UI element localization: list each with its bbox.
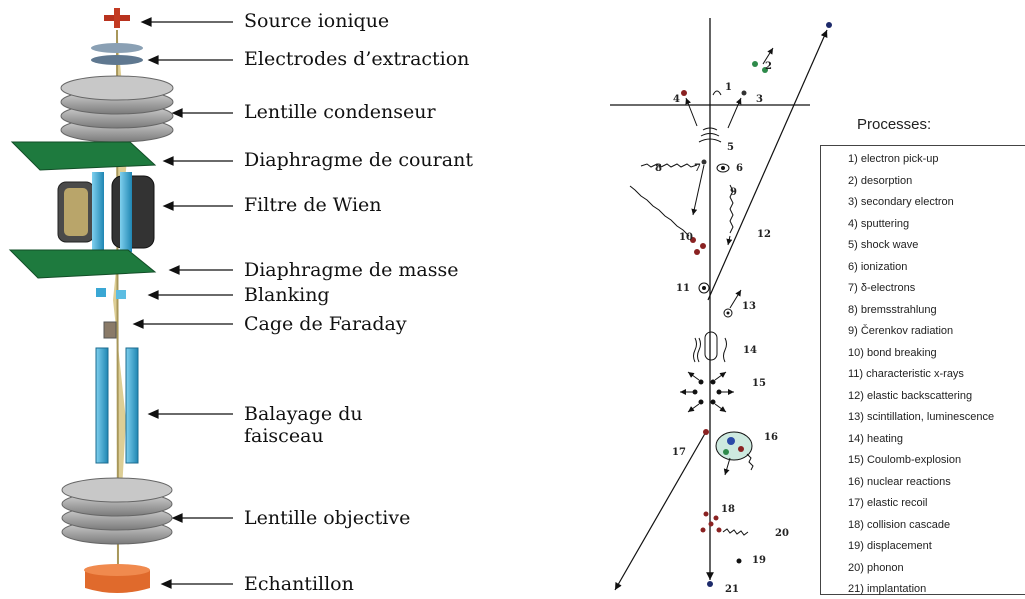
ion-source-part	[104, 8, 130, 28]
process-item: 19) displacement	[848, 540, 932, 552]
label-filtre-wien: Filtre de Wien	[244, 194, 382, 216]
fib-column-panel: Source ionique Electrodes d’extraction L…	[8, 8, 473, 595]
backscatter-track	[707, 29, 828, 301]
label-lentille-condenseur: Lentille condenseur	[244, 101, 436, 123]
process-num-11: 11	[676, 283, 690, 294]
blanking-plates-part	[96, 288, 126, 299]
process-item: 11) characteristic x-rays	[848, 368, 964, 380]
process-item: 5) shock wave	[848, 239, 919, 251]
label-lentille-objective: Lentille objective	[244, 507, 411, 529]
process-num-16: 16	[764, 432, 778, 443]
label-electrodes-extraction: Electrodes d’extraction	[244, 48, 470, 70]
process-num-7: 7	[694, 163, 701, 174]
process-num-15: 15	[752, 378, 766, 389]
process-item: 2) desorption	[848, 174, 913, 187]
label-arrows	[132, 17, 233, 589]
process-item: 14) heating	[848, 432, 904, 445]
process-num-18: 18	[721, 504, 735, 515]
label-cage-faraday: Cage de Faraday	[244, 313, 407, 335]
process-num-9: 9	[730, 187, 737, 198]
sample-part	[84, 564, 150, 593]
label-balayage-faisceau: Balayage du faisceau	[244, 403, 363, 447]
process-item: 16) nuclear reactions	[848, 475, 951, 488]
wien-filter-part	[57, 172, 155, 252]
label-source-ionique: Source ionique	[244, 10, 390, 32]
interaction-diagram	[610, 18, 832, 591]
process-num-21: 21	[725, 584, 739, 595]
label-echantillon: Echantillon	[244, 573, 354, 595]
process-item: 10) bond breaking	[848, 346, 937, 359]
process-item: 20) phonon	[848, 561, 904, 574]
process-item: 4) sputtering	[848, 217, 910, 230]
faraday-cup-part	[103, 321, 117, 339]
process-num-14: 14	[743, 345, 757, 356]
condenser-lens-part	[60, 75, 174, 143]
process-item: 13) scintillation, luminescence	[848, 411, 995, 423]
extraction-electrodes-part	[91, 43, 143, 65]
current-aperture-plate	[10, 141, 157, 171]
process-num-5: 5	[727, 142, 734, 153]
mass-aperture-plate	[8, 249, 157, 279]
process-num-17: 17	[672, 447, 686, 458]
process-item: 8) bremsstrahlung	[848, 303, 937, 316]
process-num-2: 2	[765, 61, 772, 72]
processes-title: Processes:	[857, 116, 932, 133]
process-num-10: 10	[679, 232, 693, 243]
interaction-processes-panel: 1 2 3 4 5 6 7 8 9 10 11 12 13 14 15 16 1…	[595, 0, 1025, 599]
process-item: 15) Coulomb-explosion	[848, 454, 962, 466]
beam-scanning-part	[95, 347, 139, 464]
process-num-1: 1	[725, 82, 732, 93]
process-num-19: 19	[752, 555, 766, 566]
process-item: 9) Čerenkov radiation	[848, 325, 954, 337]
objective-lens-part	[61, 477, 173, 545]
process-item: 21) implantation	[848, 583, 927, 595]
process-item: 12) elastic backscattering	[848, 389, 973, 402]
label-diaphragme-courant: Diaphragme de courant	[244, 149, 473, 171]
process-item: 3) secondary electron	[848, 196, 954, 208]
process-num-12: 12	[757, 229, 771, 240]
label-diaphragme-masse: Diaphragme de masse	[244, 259, 459, 281]
process-item: 17) elastic recoil	[848, 497, 928, 509]
process-item: 1) electron pick-up	[848, 153, 939, 165]
processes-legend-box	[820, 145, 1025, 595]
fib-column-illustration	[8, 8, 233, 593]
label-blanking: Blanking	[244, 284, 330, 306]
process-num-6: 6	[736, 163, 743, 174]
process-num-3: 3	[756, 94, 763, 105]
process-item: 18) collision cascade	[848, 518, 951, 531]
recoil-track	[614, 429, 708, 591]
process-num-20: 20	[775, 528, 789, 539]
process-item: 7) δ-electrons	[848, 282, 916, 294]
process-num-4: 4	[673, 94, 680, 105]
process-num-8: 8	[655, 163, 662, 174]
process-num-13: 13	[742, 301, 756, 312]
process-item: 6) ionization	[848, 260, 908, 273]
